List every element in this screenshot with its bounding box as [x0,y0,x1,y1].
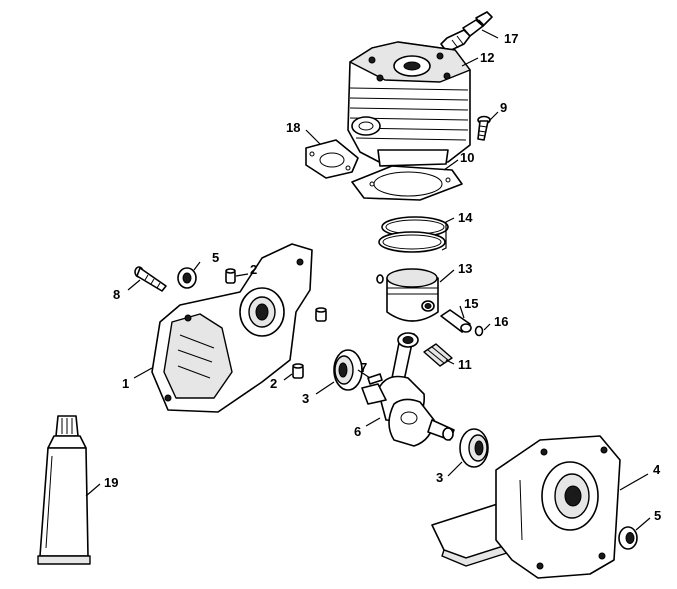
ball-bearing-upper-part[interactable] [333,349,363,391]
callout-labels: 17 12 9 18 10 14 13 15 16 11 5 2 8 1 2 3… [104,31,661,523]
dowel-pin-upper-part[interactable] [225,268,236,284]
callout-5-lower: 5 [654,508,661,523]
cylinder-gasket-part[interactable] [351,165,463,201]
key-part[interactable] [367,373,383,385]
piston-pin-part[interactable] [440,309,472,333]
callout-13: 13 [458,261,472,276]
ball-bearing-lower-part[interactable] [459,428,489,468]
dowel-pin-lower-part[interactable] [292,363,304,379]
callout-4: 4 [653,462,661,477]
piston-part[interactable] [376,268,439,322]
callout-3-upper: 3 [302,391,309,406]
screw-part[interactable] [477,115,491,141]
callout-1: 1 [122,376,129,391]
crankcase-right-part[interactable] [431,435,621,579]
oil-seal-upper-part[interactable] [177,267,197,289]
callout-8: 8 [113,287,120,302]
leader-lines [85,29,651,531]
oil-seal-lower-part[interactable] [618,526,638,550]
crankcase-left-part[interactable] [151,243,313,413]
cylinder-part[interactable] [347,41,471,167]
callout-18: 18 [286,120,300,135]
spark-plug-part[interactable] [440,11,493,53]
needle-cage-part[interactable] [423,343,453,367]
callout-10: 10 [460,150,474,165]
circlip-part[interactable] [474,325,484,337]
callout-12: 12 [480,50,494,65]
callout-16: 16 [494,314,508,329]
callout-9: 9 [500,100,507,115]
callout-15: 15 [464,296,478,311]
callout-7: 7 [360,360,367,375]
callout-3-lower: 3 [436,470,443,485]
dowel-pin-mid-part[interactable] [315,307,327,322]
callout-5-upper: 5 [212,250,219,265]
callout-17: 17 [504,31,518,46]
grease-tube-part[interactable] [37,415,91,565]
callout-11: 11 [458,357,472,372]
long-screw-part[interactable] [134,266,167,292]
exhaust-gasket-part[interactable] [305,139,359,179]
callout-2-lower: 2 [270,376,277,391]
crankshaft-part[interactable] [361,332,455,447]
callout-19: 19 [104,475,118,490]
callout-2-upper: 2 [250,262,257,277]
callout-14: 14 [458,210,473,225]
callout-6: 6 [354,424,361,439]
piston-rings-part[interactable] [378,216,449,253]
